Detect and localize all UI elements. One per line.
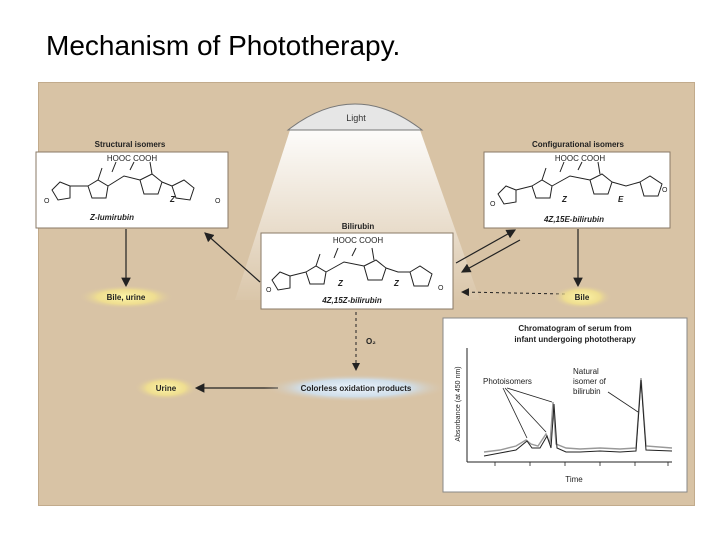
natural-isomer-pointer [607, 391, 639, 413]
svg-text:O: O [44, 198, 50, 205]
oxygen-label: O₂ [366, 337, 376, 346]
svg-text:E: E [618, 195, 624, 204]
arrow-from-configurational [460, 239, 521, 273]
bilirubin-heading: Bilirubin [342, 222, 375, 231]
oxidation-label: Colorless oxidation products [301, 384, 412, 393]
bile-label: Bile [575, 293, 590, 302]
bile-urine-label: Bile, urine [107, 293, 146, 302]
svg-text:O: O [266, 287, 272, 294]
arrow-bile-to-bilirubin [461, 288, 566, 297]
oxidation-glow [264, 374, 448, 402]
urine-glow [134, 376, 198, 400]
structural-acids: HOOC COOH [107, 154, 157, 163]
bile-urine-glow [78, 285, 174, 309]
configurational-heading: Configurational isomers [532, 140, 625, 149]
svg-text:Z: Z [169, 195, 176, 204]
svg-text:O: O [490, 201, 496, 208]
svg-text:O: O [215, 198, 221, 205]
structural-isomers-box: Structural isomers HOOC COOH O O Z Z-lum… [35, 140, 229, 229]
svg-text:Z: Z [561, 195, 568, 204]
4z15e-bilirubin-structure [497, 161, 663, 205]
chromatogram-title-1: Chromatogram of serum from [518, 324, 631, 333]
photoisomers-label: Photoisomers [483, 377, 532, 386]
configurational-isomers-box: Configurational isomers HOOC COOH O O Z … [483, 140, 671, 229]
z-lumirubin-structure [51, 161, 195, 201]
chromatogram-inset: Chromatogram of serum from infant underg… [442, 317, 688, 493]
chromatogram-ylabel: Absorbance (at 450 nm) [455, 366, 462, 441]
urine-label: Urine [156, 384, 177, 393]
4z15z-bilirubin-structure [271, 247, 433, 291]
svg-text:Z: Z [337, 279, 344, 288]
bilirubin-box: Bilirubin HOOC COOH O O Z Z 4Z,15Z-bilir… [260, 222, 454, 310]
configurational-acids: HOOC COOH [555, 154, 605, 163]
slide-title: Mechanism of Phototherapy. [46, 30, 401, 61]
configurational-name: 4Z,15E-bilirubin [543, 215, 604, 224]
svg-text:Z: Z [393, 279, 400, 288]
chromatogram-title-2: infant undergoing phototherapy [514, 335, 636, 344]
natural-isomer-line-3: bilirubin [573, 387, 601, 396]
light-label: Light [346, 113, 366, 123]
svg-text:O: O [438, 285, 444, 292]
arrow-to-configurational [455, 229, 517, 264]
svg-text:O: O [662, 187, 668, 194]
bilirubin-acids: HOOC COOH [333, 236, 383, 245]
natural-isomer-line-1: Natural [573, 367, 599, 376]
structural-heading: Structural isomers [95, 140, 166, 149]
bile-glow [552, 285, 612, 309]
bilirubin-name: 4Z,15Z-bilirubin [321, 296, 382, 305]
natural-isomer-line-2: isomer of [573, 377, 607, 386]
chromatogram-ticks [494, 462, 669, 466]
chromatogram-xlabel: Time [565, 475, 583, 484]
structural-name: Z-lumirubin [89, 213, 134, 222]
lamp [286, 103, 424, 131]
chromatogram-trace-black [483, 379, 673, 457]
arrow-to-structural [204, 232, 261, 283]
photoisomer-pointers [502, 387, 553, 439]
